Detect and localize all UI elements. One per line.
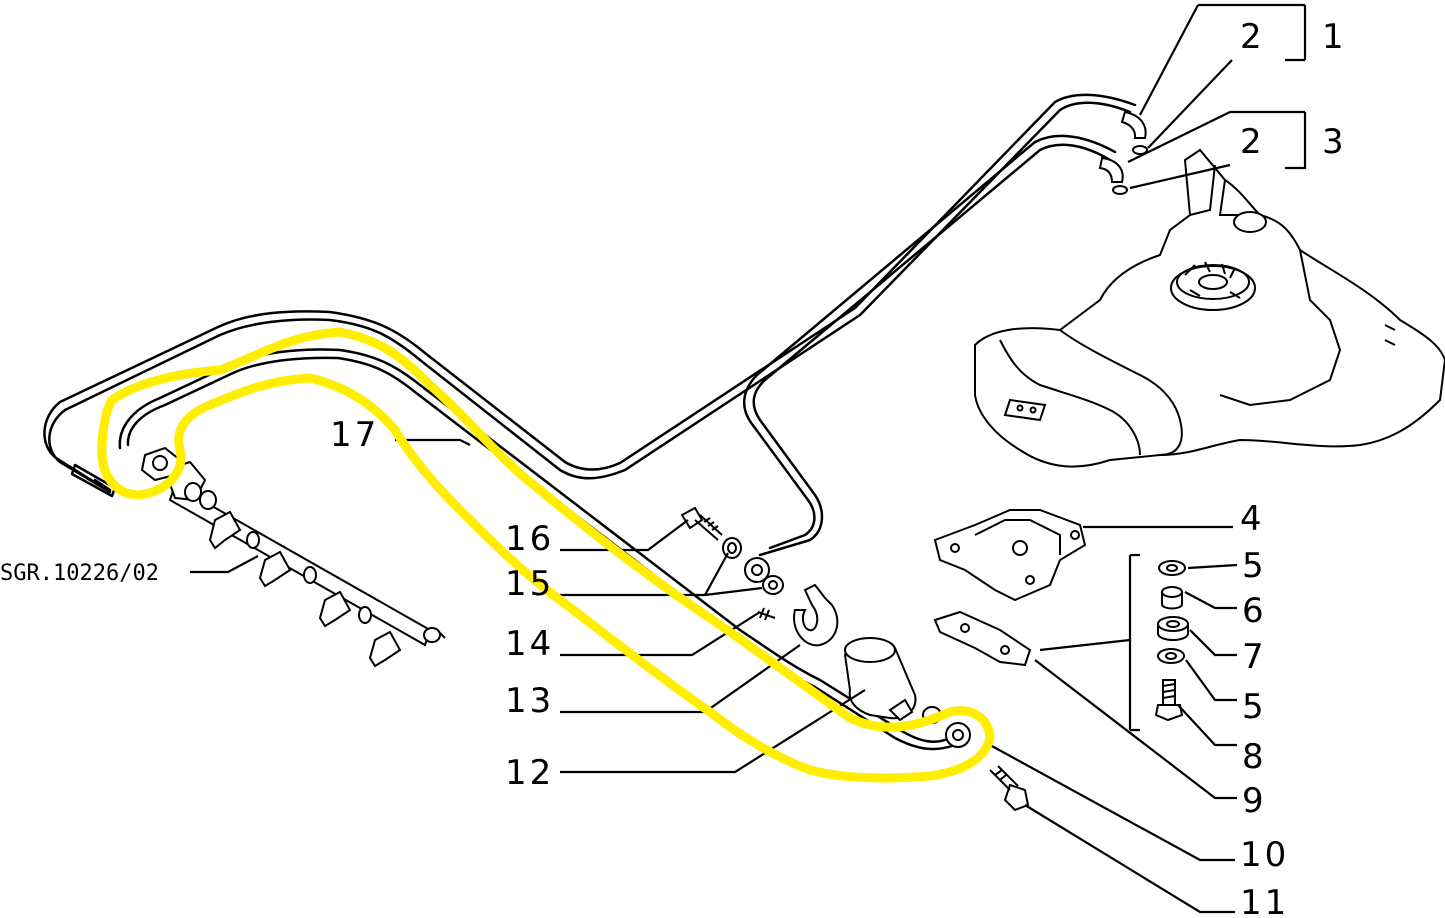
callout-2b: 2 — [1240, 122, 1265, 162]
callout-3: 3 — [1322, 122, 1347, 162]
callout-2a: 2 — [1240, 17, 1265, 57]
mount-parts — [1154, 560, 1189, 722]
highlight-outline — [97, 327, 995, 783]
callout-6: 6 — [1242, 591, 1267, 631]
callout-9: 9 — [1242, 781, 1267, 821]
callout-labels: 1 2 2 3 4 5 6 7 5 8 9 10 11 12 13 14 15 … — [0, 17, 1347, 918]
callout-5a: 5 — [1242, 546, 1267, 586]
callout-4: 4 — [1240, 499, 1265, 539]
callout-16: 16 — [505, 519, 554, 559]
drawing-code: SGR.10226/02 — [0, 561, 159, 586]
fuel-tank — [974, 148, 1445, 468]
fuel-rail — [140, 446, 446, 668]
callout-5b: 5 — [1242, 687, 1267, 727]
callout-11: 11 — [1240, 883, 1289, 918]
callout-10: 10 — [1240, 835, 1289, 875]
callout-14: 14 — [505, 624, 554, 664]
brackets — [933, 509, 1087, 667]
fuel-pipes — [43, 93, 1137, 751]
pipe-fittings-top — [1098, 110, 1148, 195]
small-parts — [680, 506, 1030, 812]
callout-15: 15 — [505, 564, 554, 604]
callout-7: 7 — [1242, 637, 1267, 677]
callout-8: 8 — [1242, 737, 1267, 777]
callout-13: 13 — [505, 681, 554, 721]
callout-17: 17 — [330, 415, 379, 455]
leader-lines — [190, 3, 1307, 914]
callout-1: 1 — [1322, 17, 1347, 57]
callout-12: 12 — [505, 753, 554, 793]
